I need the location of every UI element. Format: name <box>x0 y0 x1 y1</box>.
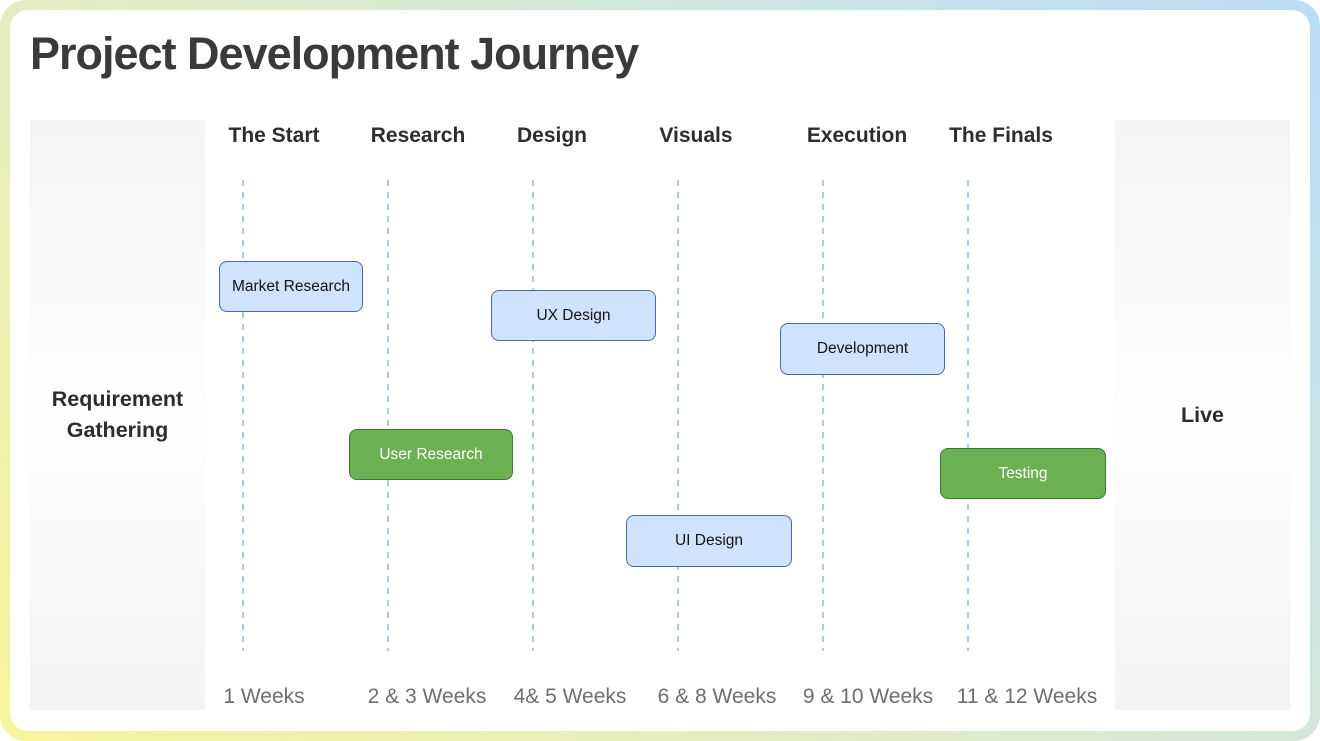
task-ux-design[interactable]: UX Design <box>491 290 656 341</box>
week-label-4-5: 4& 5 Weeks <box>513 685 627 708</box>
column-header-the-finals: The Finals <box>949 124 1053 147</box>
task-label: Testing <box>998 464 1048 482</box>
column-header-visuals: Visuals <box>659 124 733 147</box>
task-label: Development <box>816 340 909 357</box>
start-label: Requirement Gathering <box>51 387 184 442</box>
column-header-research: Research <box>370 124 466 147</box>
column-header-design: Design <box>516 124 588 147</box>
task-development[interactable]: Development <box>780 323 945 375</box>
column-guide-line <box>677 180 679 651</box>
start-panel <box>30 120 205 710</box>
column-guide-line <box>967 180 969 651</box>
column-guide-line <box>242 180 244 651</box>
canvas-card <box>10 10 1310 731</box>
task-user-research[interactable]: User Research <box>349 429 513 480</box>
task-market-research[interactable]: Market Research <box>219 261 363 312</box>
week-label-1: 1 Weeks <box>223 685 305 708</box>
task-label: User Research <box>379 445 483 463</box>
task-label: UI Design <box>674 532 744 549</box>
end-label: Live <box>1180 403 1225 427</box>
column-guide-line <box>822 180 824 651</box>
week-label-11-12: 11 & 12 Weeks <box>956 685 1098 708</box>
week-label-2-3: 2 & 3 Weeks <box>367 685 487 708</box>
column-header-execution: Execution <box>806 124 908 147</box>
task-ui-design[interactable]: UI Design <box>626 515 792 567</box>
week-label-6-8: 6 & 8 Weeks <box>657 685 777 708</box>
week-label-9-10: 9 & 10 Weeks <box>802 685 934 708</box>
column-guide-line <box>387 180 389 651</box>
task-label: Market Research <box>231 277 350 295</box>
page-title: Project Development Journey <box>30 28 639 79</box>
column-header-the-start: The Start <box>228 124 320 147</box>
task-label: UX Design <box>536 306 611 324</box>
end-panel <box>1115 120 1290 710</box>
column-guide-line <box>532 180 534 651</box>
task-testing[interactable]: Testing <box>940 448 1106 499</box>
